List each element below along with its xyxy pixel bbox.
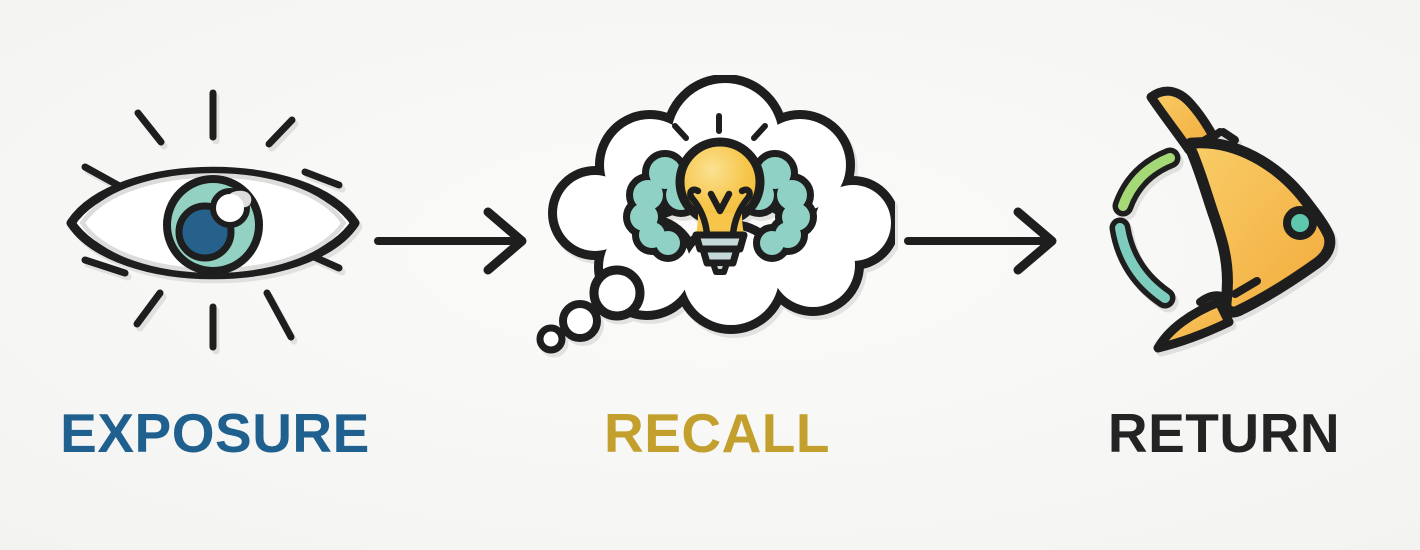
eye-icon <box>66 89 360 351</box>
stage-label-recall: RECALL <box>603 402 831 464</box>
bubble-trail-dot-medium <box>559 300 601 342</box>
boomerang-icon <box>1109 86 1336 353</box>
bulb-base-tip <box>710 260 730 275</box>
bulb-base-band-2 <box>699 245 741 267</box>
boomerang-body <box>1184 128 1336 318</box>
lightbulb <box>675 137 765 275</box>
stage-label-exposure: EXPOSURE <box>60 402 370 464</box>
bubble-trail-dot-large <box>589 265 645 321</box>
eye-shape <box>66 166 360 280</box>
arrow-right-icon <box>374 207 527 275</box>
arrow-right-icon <box>904 207 1057 275</box>
bubble-trail-dot-small <box>536 324 566 354</box>
idea-rays <box>672 113 768 141</box>
boomerang-fragment-bottom <box>1153 277 1261 353</box>
stage-label-return: RETURN <box>1107 402 1341 464</box>
boomerang-dot <box>1283 206 1317 240</box>
thought-bubble-lightbulb-icon <box>536 75 895 354</box>
eye-sheen <box>228 190 252 208</box>
